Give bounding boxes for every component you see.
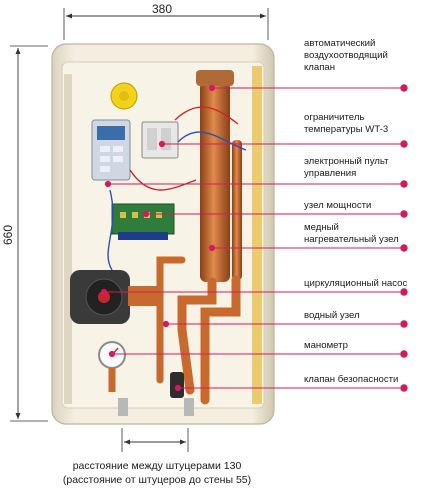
label-copper-heater: медный нагревательный узел xyxy=(304,222,399,245)
leader-lines xyxy=(100,84,408,392)
label-air-vent-valve: автоматический воздухоотводящий клапан xyxy=(304,38,388,73)
width-dimension xyxy=(63,8,269,40)
temperature-limiter xyxy=(141,121,179,159)
caption-line-1: расстояние между штуцерами 130 xyxy=(72,460,242,472)
label-safety-valve: клапан безопасности xyxy=(304,374,399,385)
copper-heater xyxy=(156,70,242,405)
height-dimension xyxy=(10,45,48,422)
label-water-unit: водный узел xyxy=(304,310,360,321)
insulation-strip xyxy=(252,66,262,404)
label-power-unit: узел мощности xyxy=(304,200,372,211)
inlet-nozzle xyxy=(118,398,128,416)
height-label: 660 xyxy=(1,224,16,246)
width-label: 380 xyxy=(152,2,173,16)
control-panel xyxy=(91,119,131,181)
outlet-nozzle xyxy=(184,398,194,416)
power-unit xyxy=(111,203,175,240)
safety-valve xyxy=(170,372,184,398)
label-control-panel: электронный пульт управления xyxy=(304,156,389,179)
caption-line-2: (расстояние от штуцеров до стены 55) xyxy=(62,474,252,486)
label-temperature-limiter: ограничитель температуры WT-3 xyxy=(304,112,389,135)
wiring xyxy=(107,106,247,271)
nozzle-spacing-dimension xyxy=(121,428,189,452)
circulation-pump xyxy=(70,270,162,324)
label-manometer: манометр xyxy=(304,340,348,351)
label-circulation-pump: циркуляционный насос xyxy=(304,278,408,289)
